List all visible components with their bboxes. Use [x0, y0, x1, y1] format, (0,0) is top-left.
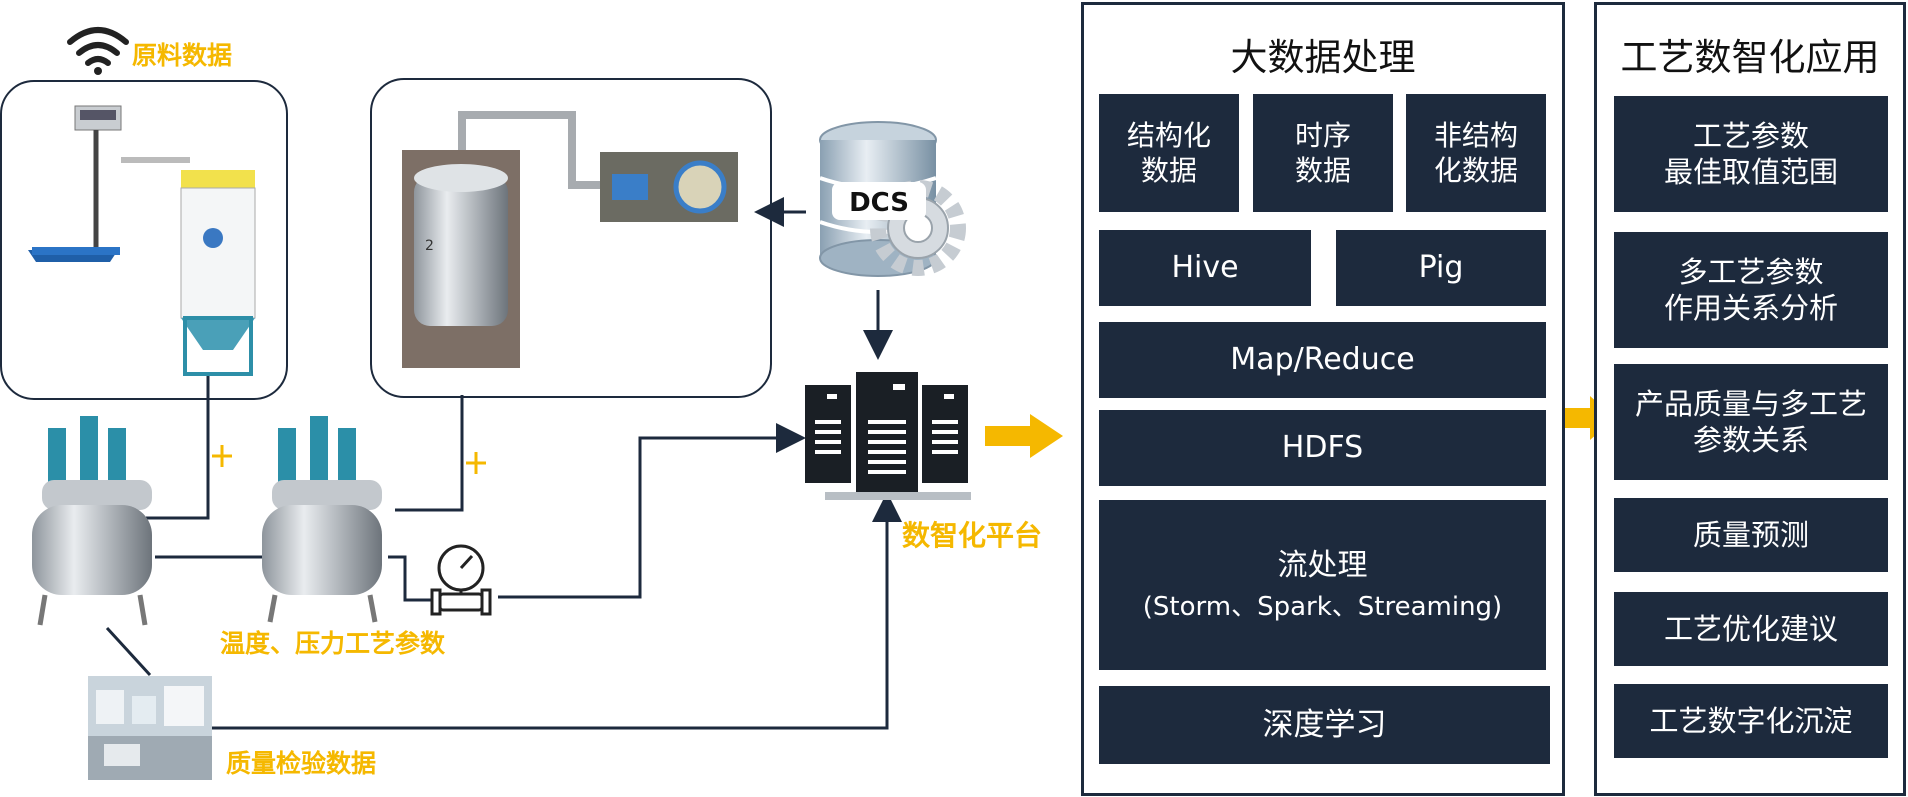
storage-tank-icon: 2 — [402, 150, 520, 368]
pipe-lines — [105, 197, 902, 730]
app-item-quality-prediction: 质量预测 — [1614, 498, 1888, 572]
app-item-optimization-advice: 工艺优化建议 — [1614, 592, 1888, 666]
platform-scale-icon — [28, 105, 190, 262]
gauge-icon — [430, 544, 492, 616]
pipe-grey — [458, 111, 605, 189]
pig-tile: Pig — [1336, 230, 1546, 306]
unstructured-data-tile: 非结构 化数据 — [1406, 94, 1546, 212]
big-data-title: 大数据处理 — [1230, 36, 1416, 79]
structured-data-tile: 结构化 数据 — [1099, 94, 1239, 212]
reactor-icon-2 — [262, 416, 382, 623]
temp-pressure-label: 温度、压力工艺参数 — [220, 629, 446, 658]
raw-material-label: 原料数据 — [132, 41, 233, 70]
apps-title: 工艺数智化应用 — [1620, 36, 1880, 79]
lab-equipment-icon — [88, 676, 212, 780]
platform-label: 数智化平台 — [902, 519, 1043, 552]
time-series-data-tile: 时序 数据 — [1253, 94, 1393, 212]
silo-icon — [180, 170, 256, 376]
app-item-optimal-range: 工艺参数 最佳取值范围 — [1614, 96, 1888, 212]
pressure-sensor-icon — [600, 152, 738, 222]
app-item-quality-parameter-relation: 产品质量与多工艺 参数关系 — [1614, 364, 1888, 480]
valve-marks — [212, 445, 486, 474]
stream-subtitle: (Storm、Spark、Streaming) — [1142, 591, 1503, 622]
deep-learning-tile: 深度学习 — [1099, 686, 1550, 764]
mapreduce-tile: Map/Reduce — [1099, 322, 1546, 398]
stream-title: 流处理 — [1277, 548, 1368, 583]
server-icon — [805, 372, 971, 500]
reactor-icon-1 — [32, 416, 152, 626]
arrow-to-bigdata — [985, 414, 1063, 458]
hdfs-tile: HDFS — [1099, 410, 1546, 486]
wifi-icon — [67, 27, 129, 75]
app-item-digital-knowledge: 工艺数字化沉淀 — [1614, 684, 1888, 758]
hive-tile: Hive — [1099, 230, 1311, 306]
dcs-label: DCS — [849, 188, 909, 218]
stream-processing-tile: 流处理 (Storm、Spark、Streaming) — [1099, 500, 1546, 670]
dcs-label-bg — [832, 182, 926, 220]
app-item-parameter-relations: 多工艺参数 作用关系分析 — [1614, 232, 1888, 348]
quality-inspection-label: 质量检验数据 — [226, 749, 377, 778]
svg-text:2: 2 — [425, 238, 434, 254]
